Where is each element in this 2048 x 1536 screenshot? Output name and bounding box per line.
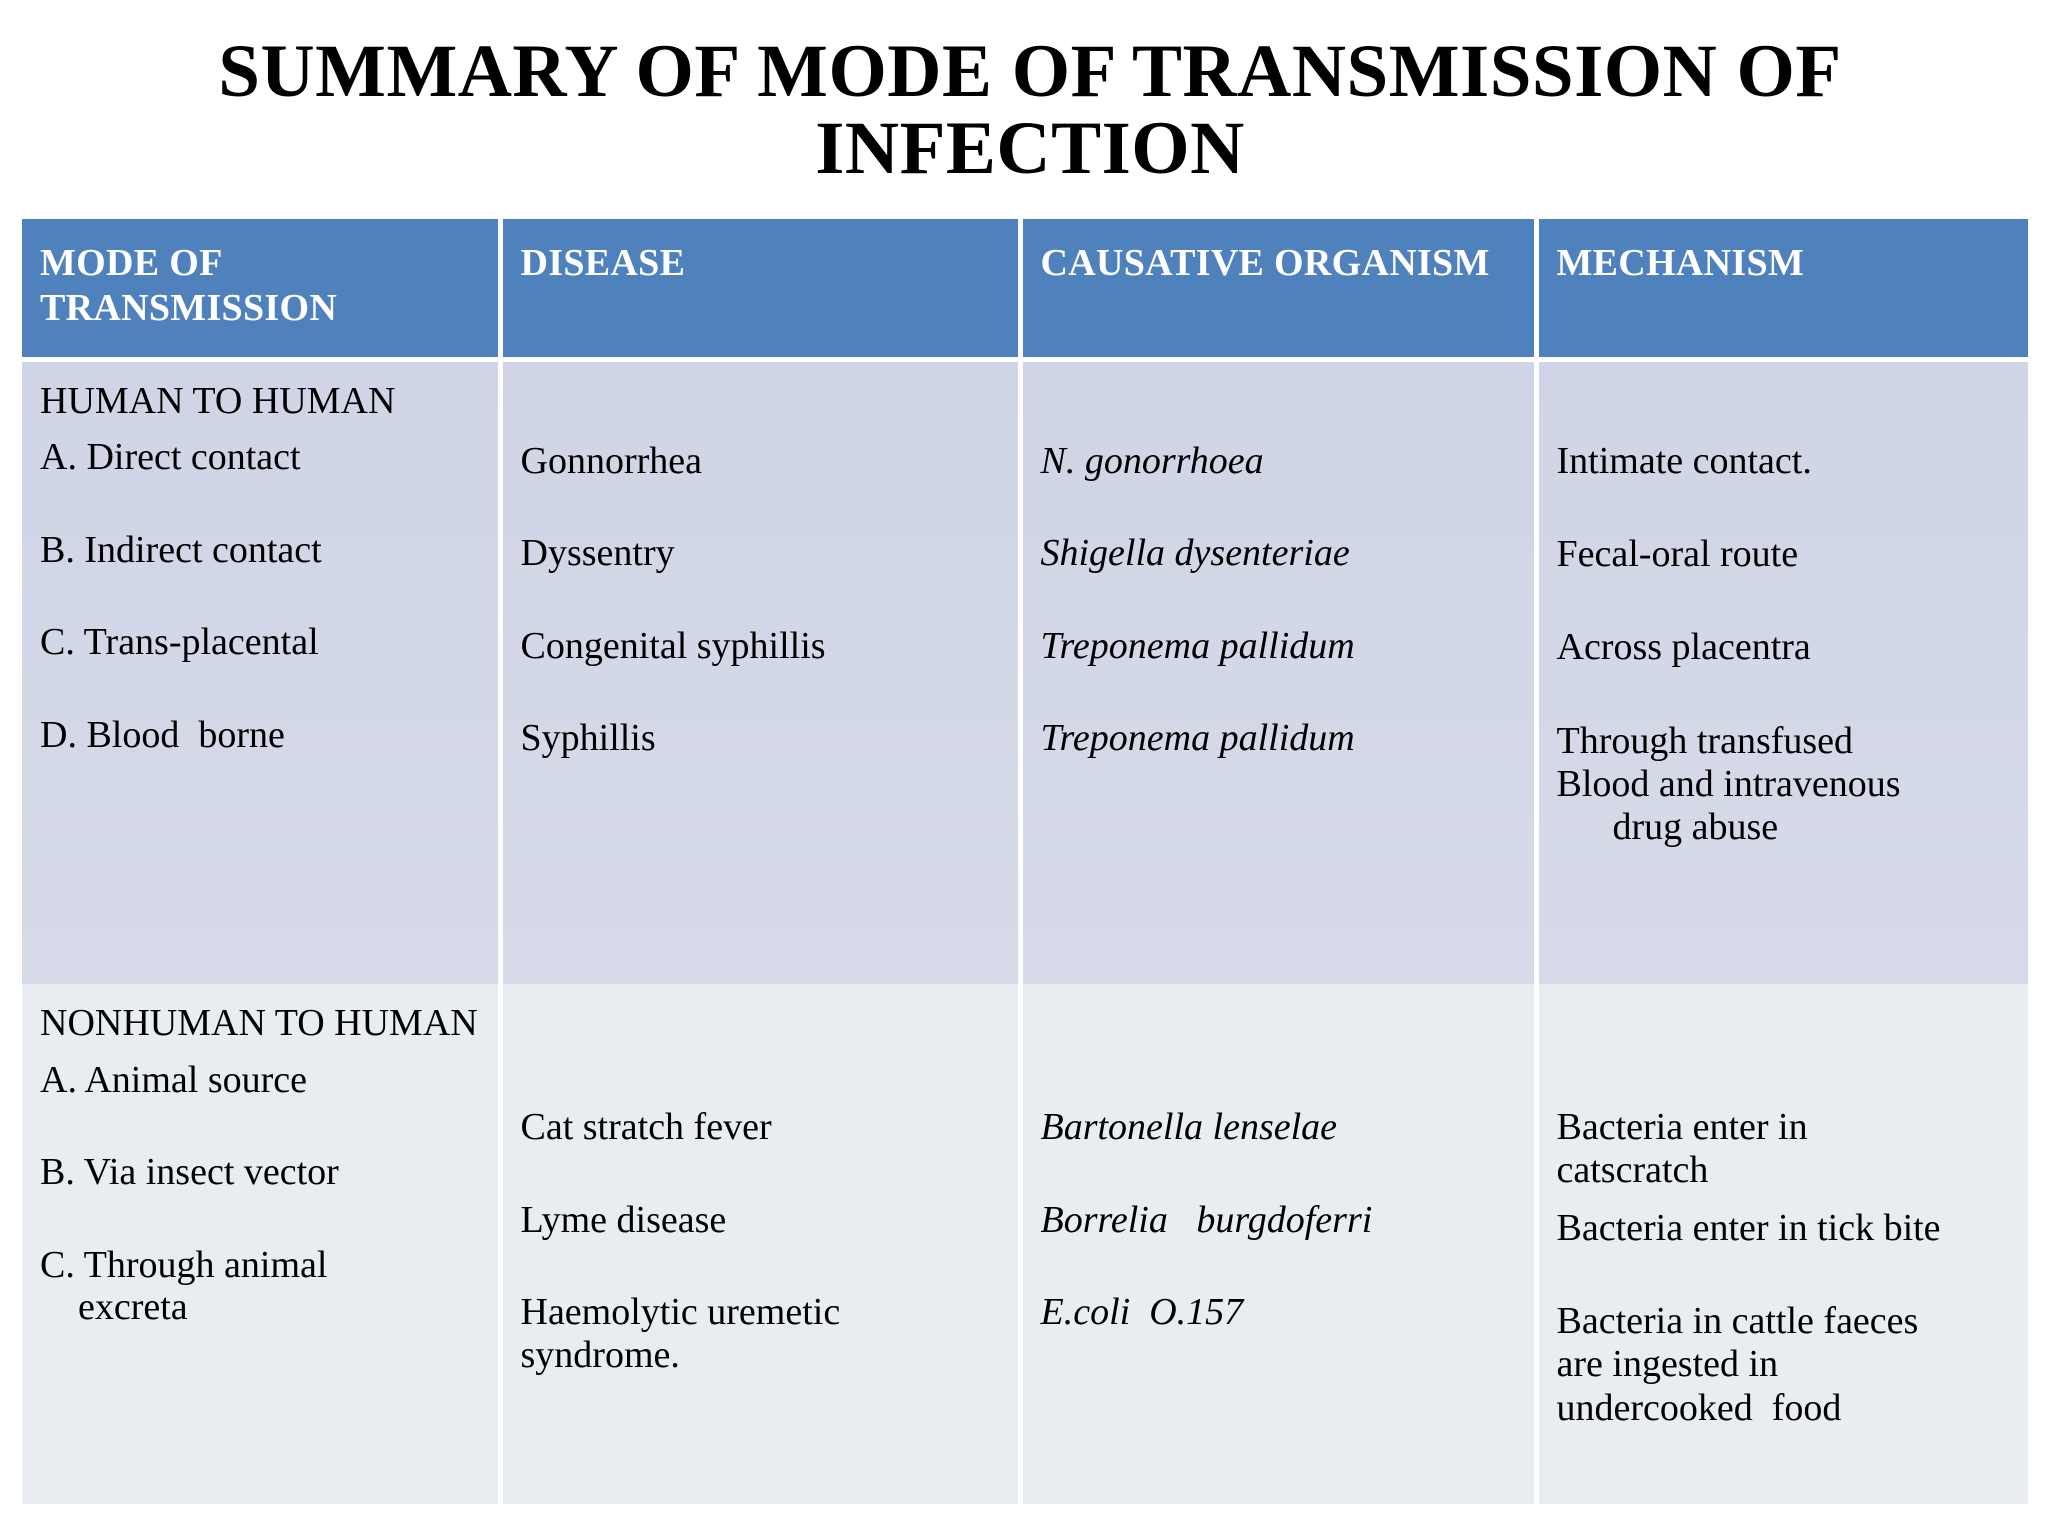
organism-item: Bartonella lenselae [1040, 1106, 1338, 1149]
organism-item: Shigella dysenteriae [1040, 532, 1350, 575]
organism-item: N. gonorrhoea [1040, 439, 1264, 482]
cell-disease-human-to-human: Gonnorrhea Dyssentry Congenital syphilli… [500, 359, 1023, 985]
mechanism-item: Intimate contact. [1556, 439, 1812, 482]
mechanism-item: Across placentra [1556, 626, 1811, 669]
mode-item: A. Direct contact [40, 436, 301, 479]
column-header-causative-organism: CAUSATIVE ORGANISM [1020, 219, 1539, 362]
table-row: NONHUMAN TO HUMAN A. Animal source B. Vi… [22, 984, 2028, 1505]
mode-item: D. Blood borne [40, 713, 285, 756]
mechanism-item: Bacteria enter in [1556, 1106, 1808, 1149]
disease-item: Cat stratch fever [520, 1106, 772, 1149]
table-header-row: MODE OF TRANSMISSION DISEASE CAUSATIVE O… [22, 219, 2028, 362]
disease-item: Lyme disease [520, 1198, 727, 1241]
cell-mode-human-to-human: HUMAN TO HUMAN A. Direct contact B. Indi… [22, 359, 503, 985]
cell-mechanism-human-to-human: Intimate contact. Fecal-oral route Acros… [1536, 359, 2028, 985]
mode-section-heading: NONHUMAN TO HUMAN [40, 1002, 478, 1045]
mode-item: B. Indirect contact [40, 528, 322, 571]
transmission-summary-table: MODE OF TRANSMISSION DISEASE CAUSATIVE O… [22, 219, 2028, 1505]
cell-organism-nonhuman-to-human: Bartonella lenselae Borrelia burgdoferri… [1020, 984, 1539, 1505]
disease-item: Dyssentry [520, 532, 675, 575]
mechanism-item: Bacteria enter in tick bite [1556, 1206, 1941, 1249]
organism-item: Borrelia burgdoferri [1040, 1198, 1373, 1241]
mechanism-item: drug abuse [1612, 806, 1779, 849]
mode-item: C. Through animal [40, 1243, 328, 1286]
disease-item: Syphillis [520, 717, 656, 760]
page-title: SUMMARY OF MODE OF TRANSMISSION OF INFEC… [218, 30, 1842, 190]
mechanism-item: undercooked food [1556, 1386, 1842, 1429]
cell-mechanism-nonhuman-to-human: Bacteria enter in catscratch Bacteria en… [1536, 984, 2028, 1505]
cell-mode-nonhuman-to-human: NONHUMAN TO HUMAN A. Animal source B. Vi… [22, 984, 503, 1505]
mode-item: A. Animal source [40, 1058, 308, 1101]
disease-item: Gonnorrhea [520, 439, 702, 482]
mechanism-item: catscratch [1556, 1149, 1709, 1192]
disease-item: Haemolytic uremetic [520, 1291, 841, 1334]
disease-item: Congenital syphillis [520, 624, 826, 667]
mode-item: excreta [78, 1286, 188, 1329]
column-header-mode-of-transmission: MODE OF TRANSMISSION [22, 219, 503, 362]
disease-item: syndrome. [520, 1333, 680, 1376]
mechanism-item: are ingested in [1556, 1343, 1779, 1386]
table-header: MODE OF TRANSMISSION DISEASE CAUSATIVE O… [22, 219, 2028, 362]
organism-item: E.coli O.157 [1040, 1291, 1244, 1334]
mechanism-item: Through transfused [1556, 719, 1854, 762]
mode-section-heading: HUMAN TO HUMAN [40, 379, 396, 422]
table-body: HUMAN TO HUMAN A. Direct contact B. Indi… [22, 359, 2028, 1505]
organism-item: Treponema pallidum [1040, 717, 1355, 760]
cell-disease-nonhuman-to-human: Cat stratch fever Lyme disease Haemolyti… [500, 984, 1023, 1505]
column-header-mechanism: MECHANISM [1536, 219, 2028, 362]
mechanism-item: Bacteria in cattle faeces [1556, 1300, 1919, 1343]
table-row: HUMAN TO HUMAN A. Direct contact B. Indi… [22, 359, 2028, 985]
cell-organism-human-to-human: N. gonorrhoea Shigella dysenteriae Trepo… [1020, 359, 1539, 985]
organism-item: Treponema pallidum [1040, 624, 1355, 667]
mechanism-item: Blood and intravenous [1556, 762, 1901, 805]
mechanism-item: Fecal-oral route [1556, 532, 1799, 575]
mode-item: B. Via insect vector [40, 1151, 339, 1194]
mode-item: C. Trans-placental [40, 621, 319, 664]
column-header-disease: DISEASE [500, 219, 1023, 362]
